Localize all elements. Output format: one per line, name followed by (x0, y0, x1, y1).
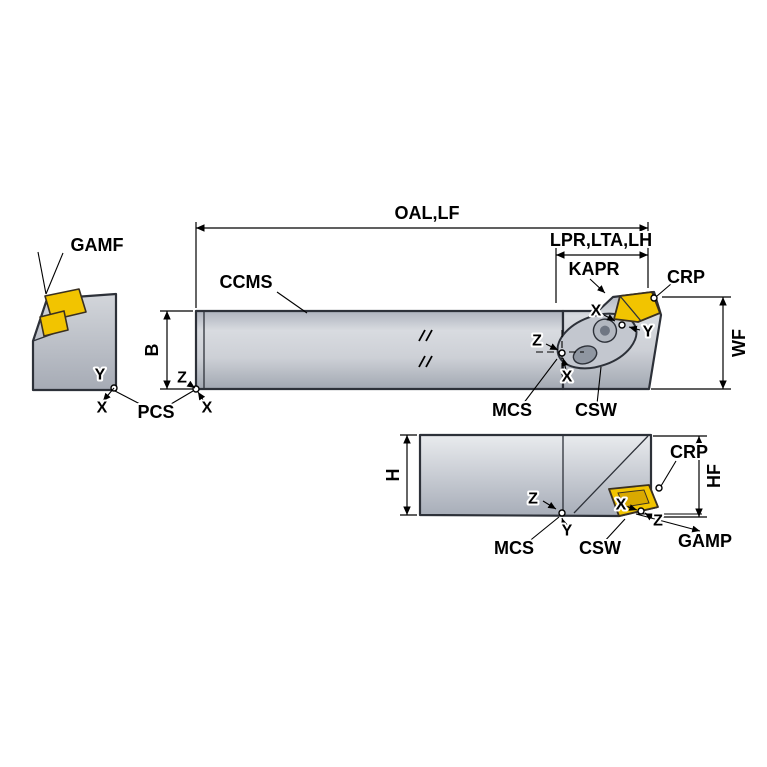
csw-side-label: CSW (575, 400, 617, 420)
insert-chipbreaker (617, 489, 650, 508)
head-y-arrow (628, 325, 641, 333)
plan-insert-z-label: Z (653, 513, 663, 530)
mcs-side-label: MCS (492, 400, 532, 420)
plan-cutting-point-marker (637, 507, 645, 515)
insert-edge-line (619, 295, 642, 322)
mid-x-label: X (562, 369, 573, 386)
pcs-label: PCS (137, 402, 174, 422)
plan-y-label: Y (562, 523, 573, 540)
plan-insert-x-label: X (616, 497, 627, 514)
clamp-hole (572, 345, 598, 365)
crp-top-label: CRP (667, 267, 705, 287)
dimensions (114, 222, 731, 544)
ccms-label: CCMS (220, 272, 273, 292)
break-marks (418, 329, 433, 368)
insert-clamp (556, 312, 638, 370)
mid-x-arrow (561, 357, 569, 371)
ccms-leader (276, 291, 308, 314)
mcs-origin-marker (558, 349, 566, 357)
plan-z-label: Z (528, 491, 538, 508)
mid-z-arrow (545, 343, 559, 351)
shank-x-label: X (202, 400, 213, 417)
hf-label: HF (704, 464, 724, 488)
endview-x-label: X (97, 400, 108, 417)
crp-bottom-label: CRP (670, 442, 708, 462)
insert-end-view-upper (44, 288, 87, 321)
torx-screw-icon (599, 325, 610, 336)
plan-mcs-origin-marker (558, 509, 566, 517)
crp-top-leader (656, 283, 672, 297)
shank-z-label: Z (177, 370, 187, 387)
plan-z-arrow (542, 500, 557, 510)
csw-plan-label: CSW (579, 538, 621, 558)
head-x-label: X (591, 303, 602, 320)
side-view (192, 290, 663, 393)
cutting-point-marker (618, 321, 626, 329)
gamf-angle-leg-left (37, 251, 47, 295)
mid-z-label: Z (532, 333, 542, 350)
plan-x-arrow (627, 504, 638, 511)
plan-view (418, 433, 702, 533)
shank-x-arrow (197, 391, 206, 404)
h-label: H (383, 469, 403, 482)
labels: GAMF OAL,LF LPR,LTA,LH KAPR CRP CCMS B P… (69, 201, 752, 560)
endview-x-arrow (102, 387, 115, 402)
endview-y-label: Y (95, 367, 106, 384)
plan-head-chamfer (573, 435, 649, 514)
plan-y-arrow (560, 517, 568, 529)
head-y-label: Y (643, 324, 654, 341)
plan-z2-arrow (644, 512, 654, 521)
kapr-label: KAPR (568, 259, 619, 279)
pcs-leader-left (114, 390, 141, 405)
crp-top-marker (650, 294, 658, 302)
csw-side-leader (596, 366, 602, 405)
gamp-label: GAMP (678, 531, 732, 551)
mcs-plan-leader (526, 516, 560, 544)
wf-label: WF (729, 329, 749, 357)
kapr-leader (589, 278, 606, 294)
oal-lf-label: OAL,LF (395, 203, 460, 223)
gamf-label: GAMF (71, 235, 124, 255)
crp-bottom-leader (660, 460, 677, 487)
gamf-angle-leg-right (45, 252, 64, 295)
pcs-leader-right (170, 390, 194, 405)
b-label: B (142, 344, 162, 357)
shank-side-view (194, 309, 565, 391)
shank-z-arrow (186, 380, 196, 389)
mcs-side-leader (522, 358, 558, 405)
end-view (31, 251, 118, 402)
insert-side-view (613, 291, 661, 323)
lpr-lta-lh-label: LPR,LTA,LH (550, 230, 652, 250)
mcs-plan-label: MCS (494, 538, 534, 558)
crp-bottom-marker (655, 484, 663, 492)
head-x-arrow (603, 314, 616, 322)
csw-plan-leader (602, 518, 626, 544)
insert-end-view-lower (39, 310, 69, 337)
